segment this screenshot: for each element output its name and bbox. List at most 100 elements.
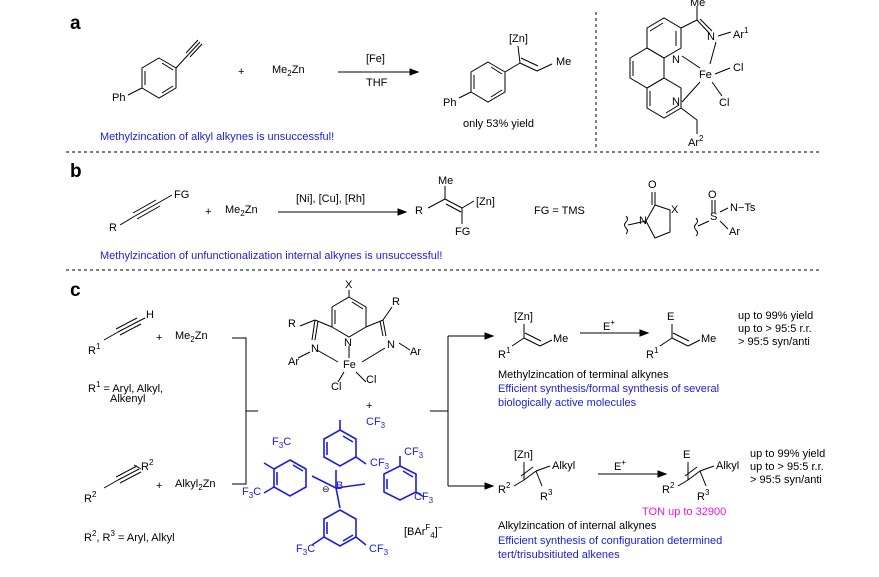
plus-c2: + [156, 480, 163, 492]
me-label-a: Me [556, 56, 572, 68]
sulf-s: S [710, 211, 718, 223]
oxaz-o: O [648, 179, 657, 191]
bot-result-3: > 95:5 syn/anti [750, 474, 822, 486]
ligand-me: Me [690, 0, 706, 9]
r23-def: R2, R3 = Aryl, Alkyl [84, 529, 175, 544]
panel-b-label: b [70, 161, 82, 182]
internal-r2-bottom: R2 [84, 490, 97, 505]
catalysts-b: [Ni], [Cu], [Rh] [296, 193, 366, 205]
me2zn-c: Me2Zn [175, 330, 208, 344]
thf-label: THF [366, 77, 388, 89]
bottom-vinylzinc [513, 462, 551, 487]
oxaz-n: N [639, 215, 647, 227]
cat-cl1: Cl [366, 374, 377, 386]
r1-def-2: Alkenyl [110, 393, 146, 405]
cat-n-right: N [387, 339, 395, 351]
ph-label-product: Ph [443, 97, 457, 109]
ph-label: Ph [112, 92, 126, 104]
terminal-alkyne-c [103, 317, 146, 341]
ton-label: TON up to 32900 [642, 506, 727, 518]
internal-alkyne-b [119, 194, 173, 226]
panel-c-label: c [70, 280, 81, 301]
sulf-o: O [708, 189, 717, 201]
pdi-fe-catalyst [297, 290, 411, 383]
oxaz-x: X [671, 204, 679, 216]
bot-title: Alkylzincation of internal alkynes [498, 520, 657, 532]
statement-b: Methylzincation of unfunctionalization i… [100, 250, 443, 262]
cat-x: X [345, 279, 353, 291]
barf-cf3-3: CF3 [370, 457, 390, 471]
plus-a: + [238, 66, 245, 78]
cat-fe: Fe [343, 359, 356, 371]
fg-list: FG = TMS [534, 205, 585, 217]
ligand-n-top: N [707, 31, 715, 43]
top-prod-r1: R1 [646, 346, 659, 361]
barf-label: [BArF4]− [404, 523, 443, 540]
top-prod-e: E [667, 311, 675, 323]
biphenyl-alkyne [127, 39, 203, 99]
barf-cf3-6: CF3 [414, 491, 434, 505]
bot-prod-r3: R3 [697, 488, 710, 503]
barf-cf3-5: CF3 [404, 446, 424, 460]
bot-e-reagent: E+ [614, 458, 627, 473]
yield-note: only 53% yield [463, 118, 534, 130]
r-label-product-b: R [415, 205, 423, 217]
barf-cf3-1: F3C [272, 436, 292, 450]
oxazolidinone [624, 192, 671, 239]
top-zn: [Zn] [514, 311, 533, 323]
me-label-b: Me [438, 175, 454, 187]
sulf-n-ts: N−Ts [730, 202, 756, 214]
left-bracket [232, 337, 247, 485]
cat-r-right: R [392, 296, 400, 308]
zn-label-b: [Zn] [476, 196, 495, 208]
bot-r3: R3 [540, 488, 553, 503]
top-result-1: up to 99% yield [738, 310, 814, 322]
barf-cf3-4: F3C [242, 486, 262, 500]
cat-cl2: Cl [331, 381, 342, 393]
statement-a: Methylzincation of alkyl alkynes is unsu… [100, 131, 335, 143]
top-r1: R1 [498, 346, 511, 361]
zn-label-a: [Zn] [509, 33, 528, 45]
cat-ar-left: Ar [288, 356, 299, 368]
internal-alkyne-c [103, 464, 142, 489]
ligand-fe: Fe [699, 69, 712, 81]
bot-result-1: up to 99% yield [750, 448, 826, 460]
me2zn-b: Me2Zn [225, 204, 258, 218]
top-desc-1: Efficient synthesis/formal synthesis of … [498, 383, 720, 395]
top-product [659, 324, 701, 347]
cat-n-left: N [311, 343, 319, 355]
r-label-b: R [109, 222, 117, 234]
cat-n-pyr: N [344, 337, 352, 349]
product-b [427, 186, 475, 224]
panel-a-label: a [70, 13, 81, 34]
top-vinylzinc [511, 324, 553, 347]
cat-ar-right: Ar [410, 346, 421, 358]
ligand-cl2: Cl [719, 97, 730, 109]
top-me: Me [553, 333, 569, 345]
bot-desc-2: tert/trisubsitiuted alkenes [498, 549, 620, 561]
internal-r2-top: R2 [141, 458, 154, 473]
bot-prod-alkyl: Alkyl [716, 460, 740, 472]
barf-anion [263, 420, 425, 547]
ligand-n-ring1: N [672, 54, 680, 66]
fg-label-b: FG [174, 189, 190, 201]
ligand-cl1: Cl [733, 62, 744, 74]
barf-b: B [336, 480, 344, 492]
bot-prod-e: E [683, 449, 691, 461]
barf-cf3-8: CF3 [369, 543, 389, 557]
bot-r2: R2 [498, 481, 511, 496]
alkyl2zn: Alkyl2Zn [175, 478, 216, 492]
fe-phen-catalyst [629, 6, 732, 134]
barf-minus: ⊖ [322, 484, 330, 494]
ligand-ar2: Ar2 [688, 134, 704, 149]
cat-plus: + [366, 400, 373, 412]
top-result-2: up to > 95:5 r.r. [738, 323, 812, 335]
sulfoximine [694, 200, 729, 237]
fe-catalyst-label: [Fe] [366, 53, 385, 65]
top-prod-me: Me [701, 333, 717, 345]
bottom-product [677, 462, 715, 487]
top-result-3: > 95:5 syn/anti [738, 336, 810, 348]
bot-desc-1: Efficient synthesis of configuration det… [498, 535, 723, 547]
